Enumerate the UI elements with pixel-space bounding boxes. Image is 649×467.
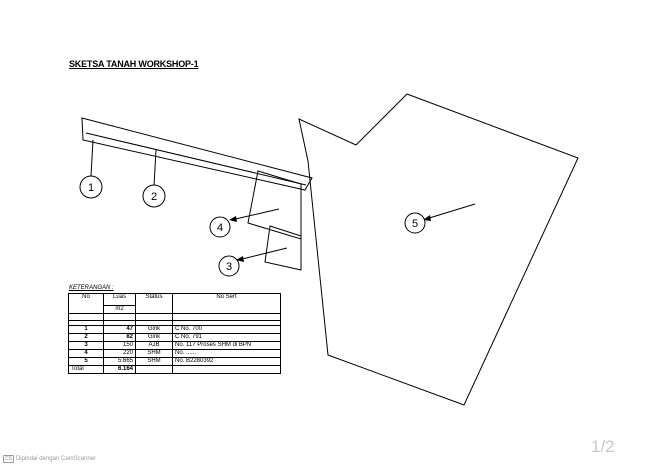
camscanner-logo-icon: CS [3,455,14,463]
total-value: 6.164 [103,365,136,374]
parcel-4 [247,170,302,240]
leader-4 [230,208,280,221]
cell-no: 1 [68,325,104,334]
scanner-footer-text: Dipindai dengan CamScanner [15,456,97,462]
total-label: Total [68,365,104,374]
parcel-3 [264,225,302,271]
table-row: 5 5.665 SHM No. B2280392 [68,357,281,366]
cell-luas: 82 [103,333,136,342]
cell-luas: 47 [103,325,136,334]
arrow-3 [236,256,244,262]
strip-divider [85,132,307,186]
marker-1: 1 [79,175,103,199]
cell-status: AJB [135,341,173,350]
legend-spacer-row [68,313,281,321]
cell-sert: C No. 700 [172,325,281,334]
cell-luas: 220 [103,349,136,358]
cell-no: 5 [68,357,104,366]
cell-status: SHM [135,349,173,358]
legend-heading: KETERANGAN : [69,285,114,291]
marker-4-label: 4 [217,222,223,234]
page-number: 1/2 [591,437,615,456]
marker-3-label: 3 [226,261,232,273]
col-luas-header: Luas [103,293,136,306]
table-row: 4 220 SHM No. ...... [68,349,281,358]
col-sert-header: No Sert [172,293,281,314]
page-title: SKETSA TANAH WORKSHOP-1 [69,59,199,69]
cell-no: 2 [68,333,104,342]
parcel-5 [298,93,579,406]
marker-2: 2 [142,184,166,208]
arrow-5 [423,215,431,221]
col-status-header: Status [135,293,173,314]
marker-3: 3 [218,255,240,277]
parcel-strip-1-2 [81,117,313,191]
cell-sert: No. 117 Proses SHM di BPN [172,341,281,350]
cell-no: 4 [68,349,104,358]
cell-status: Girik [135,325,173,334]
cell-status: SHM [135,357,173,366]
total-row: Total 6.164 [68,365,281,374]
marker-1-label: 1 [88,182,94,194]
cell-luas: 150 [103,341,136,350]
leader-3 [237,247,288,261]
table-row: 1 47 Girik C No. 700 [68,325,281,334]
leader-5 [425,203,476,220]
cell-sert: C No. 791 [172,333,281,342]
leader-2 [153,149,157,187]
table-row: 2 82 Girik C No. 791 [68,333,281,342]
table-row: 3 150 AJB No. 117 Proses SHM di BPN [68,341,281,350]
marker-5: 5 [404,212,426,234]
marker-4: 4 [209,216,231,238]
col-no-header: No [68,293,104,314]
marker-2-label: 2 [151,191,157,203]
legend-table: No Luas Status No Sert m2 1 47 Girik C N… [68,293,281,374]
cell-status: Girik [135,333,173,342]
leader-1 [90,139,94,177]
cell-sert: No. B2280392 [172,357,281,366]
legend-header-row: No Luas Status No Sert [68,293,281,314]
cell-sert: No. ...... [172,349,281,358]
arrow-4 [229,216,237,222]
cell-no: 3 [68,341,104,350]
marker-5-label: 5 [412,218,418,230]
cell-luas: 5.665 [103,357,136,366]
col-luas-unit: m2 [103,305,136,314]
